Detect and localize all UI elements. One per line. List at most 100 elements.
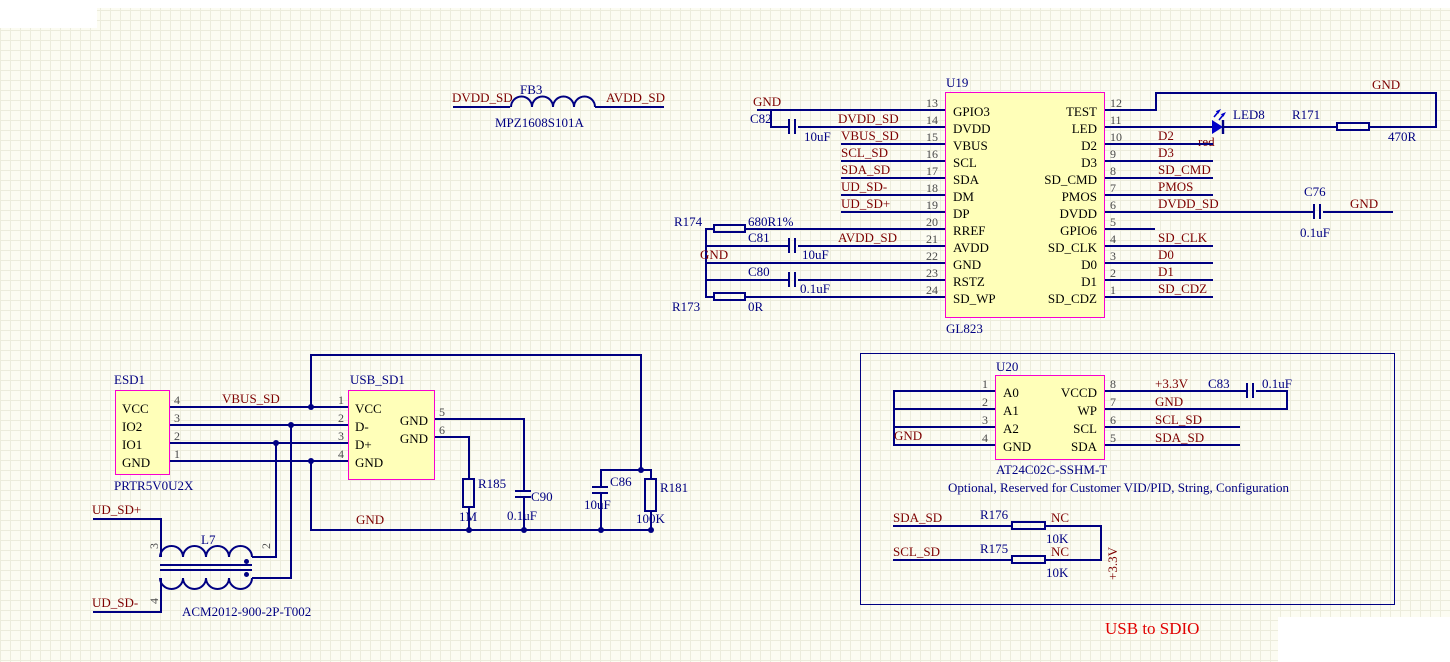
net-label-gnd[interactable]: GND bbox=[700, 247, 729, 262]
pin-number: 10 bbox=[1110, 130, 1122, 144]
pin-number: 13 bbox=[926, 96, 938, 110]
net-label-gnd[interactable]: GND bbox=[356, 512, 385, 527]
net-label-gnd[interactable]: GND bbox=[1372, 77, 1401, 92]
led-symbol[interactable] bbox=[1203, 103, 1233, 138]
net-label-d0[interactable]: D0 bbox=[1158, 247, 1174, 262]
net-label-scl-sd[interactable]: SCL_SD bbox=[1155, 412, 1202, 427]
net-label-scl-sd[interactable]: SCL_SD bbox=[841, 145, 888, 160]
wire bbox=[1256, 390, 1288, 392]
net-label-ud-sd-plus[interactable]: UD_SD+ bbox=[92, 502, 142, 517]
choke-coil-top[interactable] bbox=[159, 544, 253, 558]
choke-coil-bottom[interactable] bbox=[159, 577, 253, 591]
wire bbox=[600, 469, 602, 486]
net-label-nc[interactable]: NC bbox=[1051, 510, 1070, 525]
capacitor-c86[interactable] bbox=[592, 486, 608, 488]
pin-number: 5 bbox=[439, 405, 445, 419]
net-label-avdd-sd[interactable]: AVDD_SD bbox=[838, 230, 897, 245]
capacitor-c83[interactable] bbox=[1246, 383, 1248, 398]
net-label-avdd-sd[interactable]: AVDD_SD bbox=[606, 90, 665, 105]
resistor-r185[interactable] bbox=[462, 478, 475, 508]
pin-name: SCL bbox=[1073, 421, 1097, 436]
value-c90: 0.1uF bbox=[507, 508, 537, 523]
resistor-r174[interactable] bbox=[713, 224, 746, 233]
wire bbox=[1105, 390, 1246, 392]
pin-name: SCL bbox=[953, 155, 977, 170]
net-label-gnd[interactable]: GND bbox=[1350, 196, 1379, 211]
net-label-ud-sd-plus[interactable]: UD_SD+ bbox=[841, 196, 891, 211]
net-label-dvdd-sd[interactable]: DVDD_SD bbox=[1158, 196, 1219, 211]
pin-number: 6 bbox=[1110, 413, 1116, 427]
capacitor-c80[interactable] bbox=[794, 272, 796, 287]
wire bbox=[1105, 126, 1203, 128]
pin-name: SD_CDZ bbox=[1047, 291, 1097, 306]
net-label-pmos[interactable]: PMOS bbox=[1158, 179, 1194, 194]
net-label-d3[interactable]: D3 bbox=[1158, 145, 1174, 160]
net-label-ud-sd-minus[interactable]: UD_SD- bbox=[841, 179, 888, 194]
pin-number: 5 bbox=[1110, 215, 1116, 229]
ferrite-bead-symbol[interactable] bbox=[510, 94, 596, 108]
capacitor-c83[interactable] bbox=[1252, 383, 1254, 398]
wire bbox=[1105, 426, 1240, 428]
capacitor-c82[interactable] bbox=[794, 119, 796, 134]
pin-number: 2 bbox=[259, 543, 273, 549]
net-label-sd-clk[interactable]: SD_CLK bbox=[1158, 230, 1208, 245]
net-label-3v3[interactable]: +3.3V bbox=[1155, 376, 1188, 391]
wire bbox=[841, 194, 945, 196]
u20-chip[interactable]: A0 A1 A2 GND VCCD WP SCL SDA bbox=[995, 375, 1105, 460]
net-label-dvdd-sd[interactable]: DVDD_SD bbox=[452, 90, 513, 105]
capacitor-c82[interactable] bbox=[788, 119, 790, 134]
wire bbox=[93, 518, 160, 520]
pin-name: LED bbox=[1071, 121, 1097, 136]
net-label-gnd[interactable]: GND bbox=[753, 94, 782, 109]
net-label-ud-sd-minus[interactable]: UD_SD- bbox=[92, 595, 139, 610]
resistor-r175[interactable] bbox=[1011, 555, 1046, 564]
net-label-d2[interactable]: D2 bbox=[1158, 128, 1174, 143]
net-label-dvdd-sd[interactable]: DVDD_SD bbox=[838, 111, 899, 126]
capacitor-c90[interactable] bbox=[515, 496, 531, 498]
net-label-nc[interactable]: NC bbox=[1051, 544, 1070, 559]
capacitor-c81[interactable] bbox=[788, 238, 790, 253]
net-label-scl-sd[interactable]: SCL_SD bbox=[893, 544, 940, 559]
net-label-3v3-vertical[interactable]: +3.3V bbox=[1105, 547, 1120, 580]
capacitor-c76[interactable] bbox=[1319, 204, 1321, 219]
net-label-vbus-sd[interactable]: VBUS_SD bbox=[222, 391, 280, 406]
wire bbox=[275, 442, 277, 558]
net-label-sd-cmd[interactable]: SD_CMD bbox=[1158, 162, 1211, 177]
pin-number: 24 bbox=[926, 283, 938, 297]
pin-name: VCCD bbox=[1060, 385, 1097, 400]
net-label-sda-sd[interactable]: SDA_SD bbox=[893, 510, 943, 525]
net-label-gnd[interactable]: GND bbox=[894, 428, 923, 443]
designator-fb3: FB3 bbox=[520, 82, 543, 97]
pin-name: VCC bbox=[355, 401, 382, 416]
resistor-r176[interactable] bbox=[1011, 521, 1046, 530]
capacitor-c86[interactable] bbox=[592, 492, 608, 494]
resistor-r171[interactable] bbox=[1336, 122, 1370, 131]
value-c86: 10uF bbox=[584, 497, 611, 512]
net-label-vbus-sd[interactable]: VBUS_SD bbox=[841, 128, 899, 143]
capacitor-c81[interactable] bbox=[794, 238, 796, 253]
wire bbox=[640, 354, 642, 470]
polarity-dot bbox=[244, 559, 249, 564]
designator-r185: R185 bbox=[478, 476, 507, 491]
wire bbox=[1155, 92, 1157, 111]
wire bbox=[798, 126, 945, 128]
pin-name: GND bbox=[399, 431, 428, 446]
pin-number: 6 bbox=[439, 423, 445, 437]
pin-number: 1 bbox=[982, 377, 988, 391]
u19-chip[interactable]: GPIO3 DVDD VBUS SCL SDA DM DP RREF AVDD … bbox=[945, 92, 1105, 318]
resistor-r181[interactable] bbox=[644, 478, 657, 512]
usb-connector-chip[interactable]: VCC D- D+ GND GND GND bbox=[348, 390, 435, 480]
capacitor-c80[interactable] bbox=[788, 272, 790, 287]
pin-name: SDA bbox=[1070, 439, 1097, 454]
net-label-sd-cdz[interactable]: SD_CDZ bbox=[1158, 281, 1208, 296]
net-label-sda-sd[interactable]: SDA_SD bbox=[1155, 430, 1205, 445]
net-label-d1[interactable]: D1 bbox=[1158, 264, 1174, 279]
wire bbox=[252, 556, 275, 558]
pin-number: 1 bbox=[1110, 283, 1116, 297]
esd1-chip[interactable]: VCC IO2 IO1 GND bbox=[115, 390, 170, 475]
capacitor-c76[interactable] bbox=[1313, 204, 1315, 219]
net-label-gnd[interactable]: GND bbox=[1155, 394, 1184, 409]
capacitor-c90[interactable] bbox=[515, 490, 531, 492]
net-label-sda-sd[interactable]: SDA_SD bbox=[841, 162, 891, 177]
resistor-r173[interactable] bbox=[713, 292, 746, 301]
